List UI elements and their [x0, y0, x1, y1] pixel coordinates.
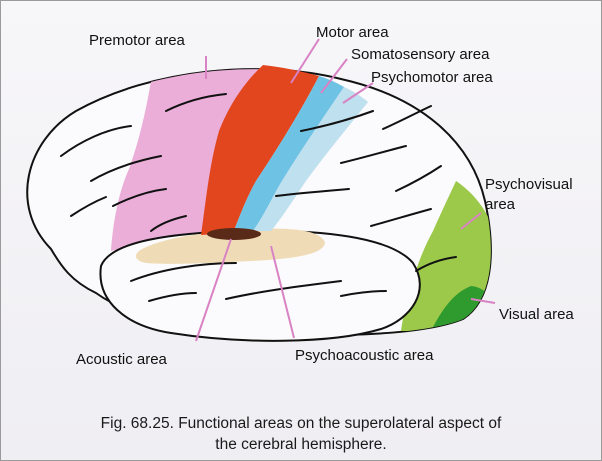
- premotor-label: Premotor area: [89, 32, 186, 49]
- figure-caption: Fig. 68.25. Functional areas on the supe…: [1, 413, 601, 455]
- psychovisual-label-line1: Psychovisual: [485, 176, 573, 193]
- caption-line-1: Fig. 68.25. Functional areas on the supe…: [1, 413, 601, 434]
- motor-label: Motor area: [316, 24, 389, 41]
- psychovisual-label-line2: area: [485, 196, 516, 213]
- psychomotor-label: Psychomotor area: [371, 69, 493, 86]
- caption-line-2: the cerebral hemisphere.: [1, 434, 601, 455]
- acoustic-region: [207, 228, 261, 240]
- somatosensory-label: Somatosensory area: [351, 46, 490, 63]
- visual-label: Visual area: [499, 306, 574, 323]
- brain-diagram: Premotor area Motor area Somatosensory a…: [1, 1, 601, 411]
- psychoacoustic-label: Psychoacoustic area: [295, 347, 434, 364]
- acoustic-label: Acoustic area: [76, 351, 168, 368]
